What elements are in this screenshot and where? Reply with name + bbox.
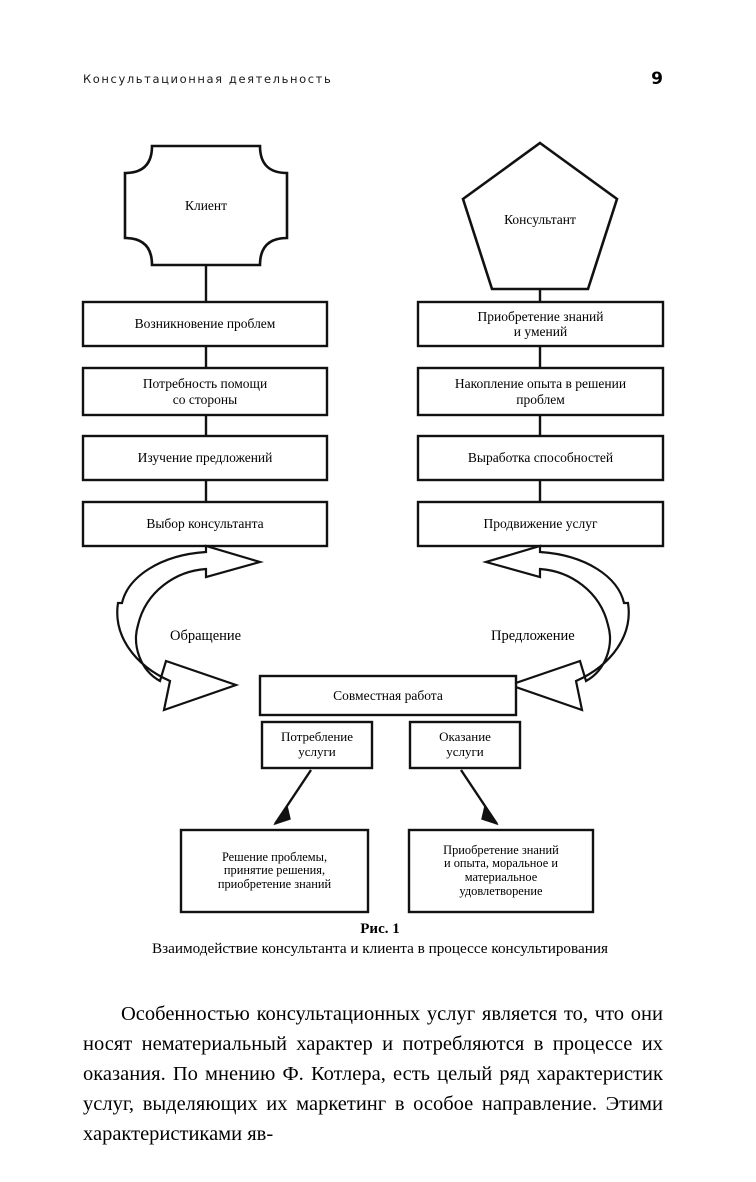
consultant-shape xyxy=(461,141,619,291)
diagram-svg xyxy=(81,141,665,914)
box-provision xyxy=(408,720,522,770)
arrow-provision-head xyxy=(481,804,499,826)
flow-label-request: Обращение xyxy=(170,628,242,644)
box-joint-work xyxy=(258,674,518,717)
running-head-title: Консультационная деятельность xyxy=(83,72,333,86)
box-right-3 xyxy=(416,434,665,482)
figure-caption-number: Рис. 1 xyxy=(360,921,400,937)
box-right-4 xyxy=(416,500,665,548)
page-number: 9 xyxy=(651,69,663,89)
box-outcome-right xyxy=(407,828,595,914)
figure-caption-text: Взаимодействие консультанта и клиента в … xyxy=(152,939,608,957)
box-left-3 xyxy=(81,434,329,482)
client-shape xyxy=(123,144,289,267)
curved-arrow-offer xyxy=(482,544,630,712)
box-left-1 xyxy=(81,300,329,348)
arrow-consumption-head xyxy=(273,804,291,826)
box-left-2 xyxy=(81,366,329,417)
box-right-2 xyxy=(416,366,665,417)
flow-label-offer: Предложение xyxy=(491,628,575,644)
box-consumption xyxy=(260,720,374,770)
box-right-1 xyxy=(416,300,665,348)
curved-arrow-request xyxy=(116,544,264,712)
figure-caption: Рис. 1 Взаимодействие консультанта и кли… xyxy=(60,920,700,959)
running-head: Консультационная деятельность 9 xyxy=(83,69,663,94)
figure-diagram: Клиент Консультант Возникновение проблем… xyxy=(0,125,756,925)
box-outcome-left xyxy=(179,828,370,914)
box-left-4 xyxy=(81,500,329,548)
body-paragraph: Особенностью консультационных услуг явля… xyxy=(83,1002,663,1145)
